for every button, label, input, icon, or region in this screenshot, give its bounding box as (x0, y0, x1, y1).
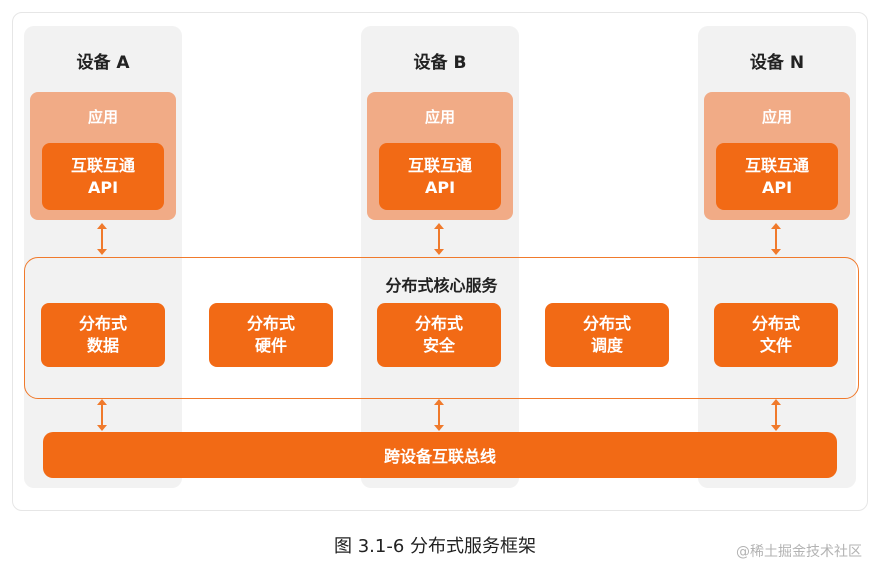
service-hardware: 分布式 硬件 (209, 303, 333, 367)
interconnect-bus: 跨设备互联总线 (43, 432, 837, 478)
double-arrow-icon (97, 223, 107, 255)
device-title: 设备 B (413, 53, 467, 73)
device-title: 设备 N (749, 53, 805, 73)
app-box-b: 应用 互联互通 API (367, 92, 513, 220)
app-label: 应用 (761, 108, 792, 126)
watermark: @稀土掘金技术社区 (736, 544, 862, 560)
core-services-box: 分布式核心服务 (24, 257, 859, 399)
double-arrow-icon (97, 399, 107, 431)
service-data: 分布式 数据 (41, 303, 165, 367)
app-label: 应用 (87, 108, 118, 126)
api-box: 互联互通 API (379, 143, 501, 210)
service-file: 分布式 文件 (714, 303, 838, 367)
app-box-n: 应用 互联互通 API (704, 92, 850, 220)
double-arrow-icon (434, 223, 444, 255)
api-box: 互联互通 API (42, 143, 164, 210)
double-arrow-icon (771, 399, 781, 431)
device-title: 设备 A (76, 53, 130, 73)
api-box: 互联互通 API (716, 143, 838, 210)
app-box-a: 应用 互联互通 API (30, 92, 176, 220)
service-security: 分布式 安全 (377, 303, 501, 367)
double-arrow-icon (771, 223, 781, 255)
figure-caption: 图 3.1-6 分布式服务框架 (333, 536, 537, 557)
core-title: 分布式核心服务 (385, 276, 498, 295)
service-scheduling: 分布式 调度 (545, 303, 669, 367)
app-label: 应用 (424, 108, 455, 126)
double-arrow-icon (434, 399, 444, 431)
